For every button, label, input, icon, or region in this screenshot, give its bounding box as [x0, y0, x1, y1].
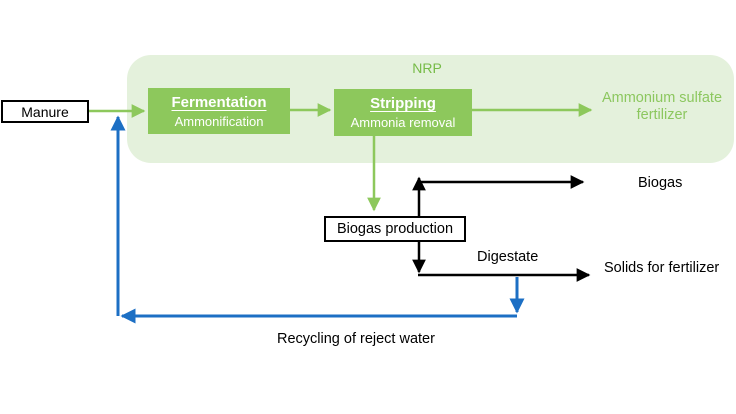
- stripping-node: Stripping Ammonia removal: [334, 89, 472, 136]
- stripping-title: Stripping: [370, 95, 436, 112]
- fermentation-node: Fermentation Ammonification: [148, 88, 290, 134]
- fermentation-subtitle: Ammonification: [174, 113, 264, 129]
- stripping-subtitle: Ammonia removal: [350, 115, 456, 130]
- biogas-production-node: Biogas production: [324, 216, 466, 242]
- biogas-label: Biogas: [638, 175, 683, 191]
- digestate-label: Digestate: [477, 249, 539, 265]
- ammonium-sulfate-label: Ammonium sulfate fertilizer: [601, 90, 723, 123]
- fermentation-title: Fermentation: [171, 93, 267, 111]
- nrp-label: NRP: [412, 60, 442, 76]
- solids-for-fertilizer-label: Solids for fertilizer: [604, 260, 720, 276]
- recycling-reject-water-label: Recycling of reject water: [277, 331, 435, 347]
- biogas-production-label: Biogas production: [336, 221, 454, 237]
- manure-label: Manure: [21, 103, 69, 120]
- manure-node: Manure: [1, 100, 89, 123]
